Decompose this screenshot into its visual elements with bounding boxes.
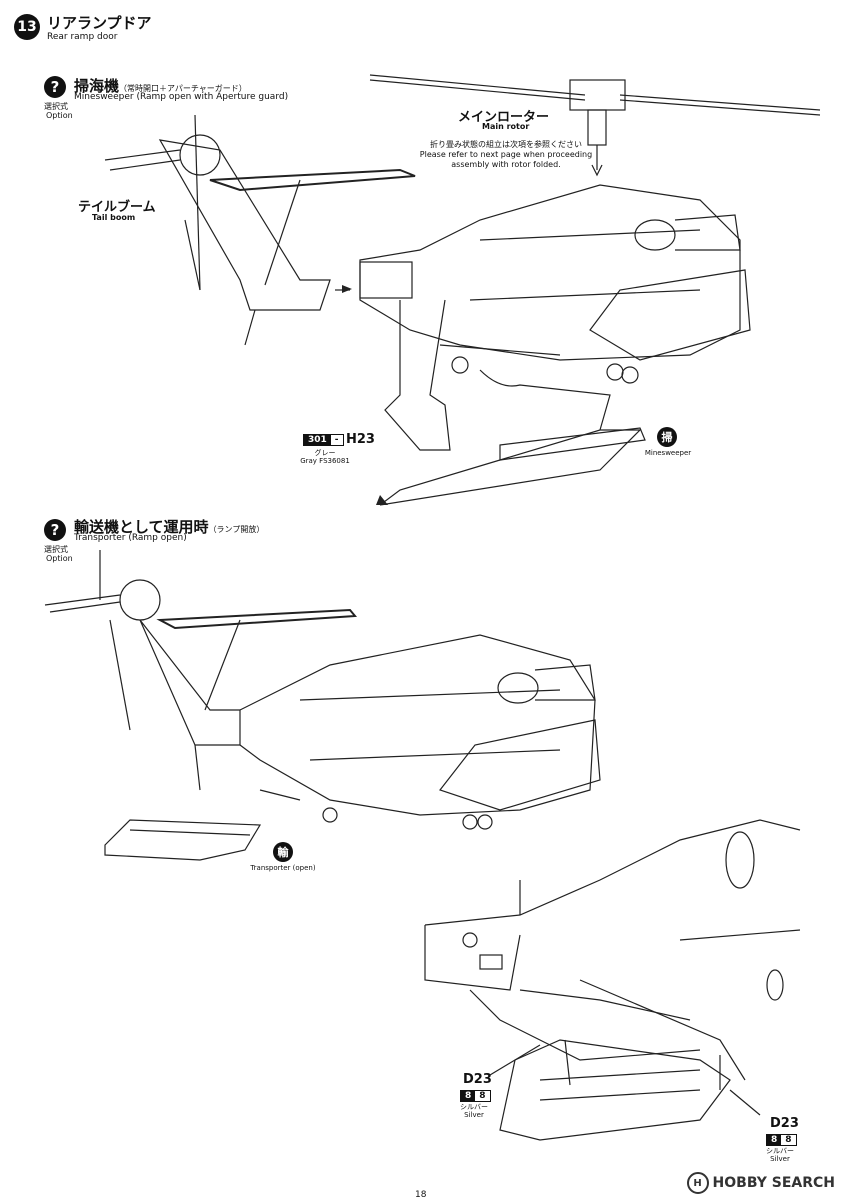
watermark-logo-icon: H	[686, 1172, 709, 1194]
note-en-2: assembly with rotor folded.	[451, 160, 561, 169]
note-en-1: Please refer to next page when proceedin…	[419, 150, 593, 159]
minesweeper-badge-label: Minesweeper	[644, 449, 692, 457]
paint-b-right: 8	[781, 1135, 796, 1145]
note-ja: 折り畳み状態の組立は次項を参照ください	[430, 140, 582, 149]
main-rotor-label-ja: メインローター	[458, 110, 550, 125]
paint-b-left: 8	[475, 1091, 490, 1101]
paint-callout-box: 301 -	[303, 434, 344, 446]
option-label-ja: 選択式	[44, 102, 68, 111]
paint-name-right: シルバー Silver	[758, 1147, 802, 1164]
paint-name-en: Gray FS36081	[300, 457, 350, 466]
section2-title-paren: （ランプ開放）	[208, 525, 265, 534]
option-label-en: Option	[46, 111, 73, 120]
paint-number: 301	[304, 435, 331, 445]
step-title: リアランプドア	[47, 14, 152, 32]
option-question-icon-2: ?	[44, 519, 66, 541]
watermark: H HOBBY SEARCH	[686, 1172, 835, 1194]
section2-heading: 輸送機として運用時（ランプ開放）	[74, 516, 264, 537]
section1-heading: 掃海機（常時開口＋アパーチャーガード）	[74, 75, 247, 96]
paint-a-right: 8	[767, 1135, 782, 1145]
transporter-badge: 輸	[273, 842, 293, 862]
paint-name-ja-left: シルバー	[460, 1103, 488, 1111]
paint-a-left: 8	[461, 1091, 476, 1101]
main-rotor-label-en: Main rotor	[482, 122, 530, 131]
option-label-ja-2: 選択式	[44, 545, 68, 554]
paint-name-ja: グレー	[314, 449, 336, 457]
part-code-d23-right: D23	[770, 1116, 799, 1131]
option-label-en-2: Option	[46, 554, 73, 563]
option-question-icon: ?	[44, 76, 66, 98]
page-number: 18	[415, 1190, 427, 1200]
step-number-badge: 13	[14, 14, 40, 40]
paint-box-left: 8 8	[460, 1090, 491, 1102]
paint-name-en-right: Silver	[770, 1155, 790, 1164]
paint-name-ja-right: シルバー	[766, 1147, 794, 1155]
paint-dash: -	[330, 435, 343, 445]
helicopter-drawing-2	[44, 550, 601, 861]
section1-title-paren: （常時開口＋アパーチャーガード）	[119, 84, 247, 93]
tail-boom-drawing	[104, 114, 416, 346]
main-rotor-note: 折り畳み状態の組立は次項を参照ください Please refer to next…	[418, 140, 594, 170]
paint-name-en-left: Silver	[464, 1111, 484, 1120]
transporter-badge-label: Transporter (open)	[250, 864, 316, 872]
section2-title-en: Transporter (Ramp open)	[74, 533, 187, 543]
tail-boom-label-ja: テイルブーム	[78, 200, 156, 215]
part-code-d23-left: D23	[463, 1072, 492, 1087]
section1-title-ja: 掃海機	[74, 77, 120, 95]
tail-boom-label-en: Tail boom	[92, 213, 136, 222]
paint-box-right: 8 8	[766, 1134, 797, 1146]
step-subtitle: Rear ramp door	[47, 32, 118, 42]
watermark-text: HOBBY SEARCH	[712, 1175, 835, 1191]
section2-title-ja: 輸送機として運用時	[74, 518, 209, 536]
paint-name-left: シルバー Silver	[452, 1103, 496, 1120]
minesweeper-badge: 掃	[657, 427, 677, 447]
section1-title-en: Minesweeper (Ramp open with Aperture gua…	[74, 92, 289, 102]
paint-name: グレー Gray FS36081	[300, 449, 350, 466]
part-code-h23: H23	[346, 432, 375, 447]
